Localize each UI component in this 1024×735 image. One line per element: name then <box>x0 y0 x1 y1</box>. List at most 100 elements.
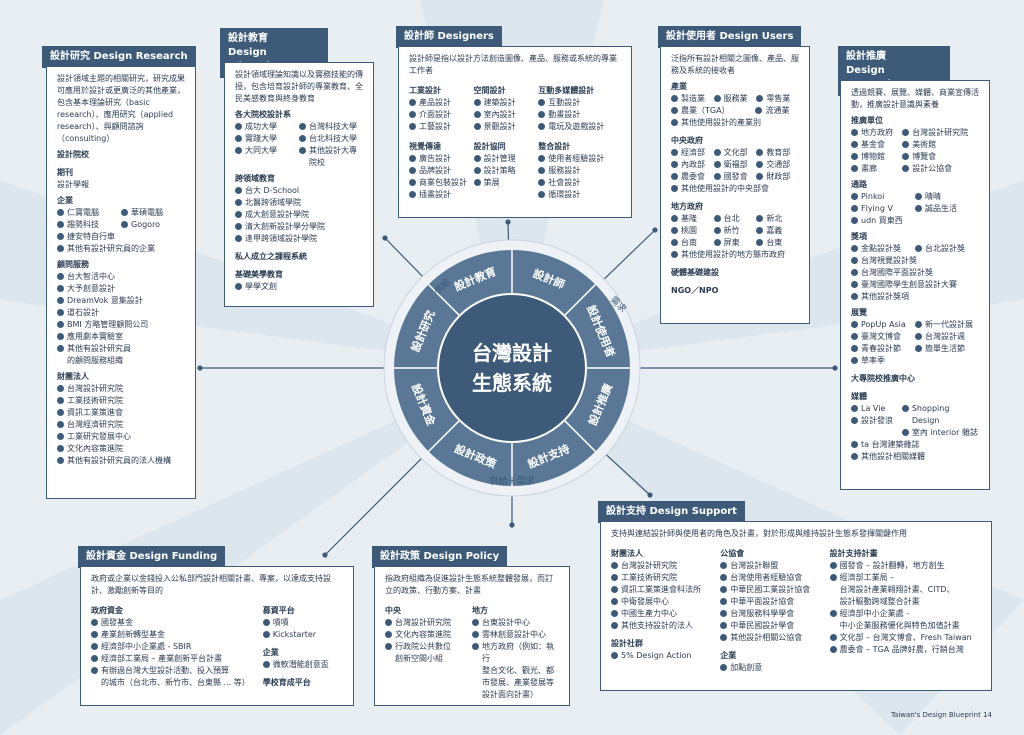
list-item: 製造業 <box>671 93 714 105</box>
list-item-continuation: 中小企業服務優化與特色加值計畫 <box>839 621 960 630</box>
list-item: 台灣服務科學學會 <box>720 608 825 620</box>
list-item: 經濟部中小企業處 - <box>829 608 977 620</box>
list-item: 財政部 <box>756 171 799 183</box>
list-item: 電玩及遊戲設計 <box>538 121 617 133</box>
list-item: 地方政府（例如：執行 <box>472 641 555 665</box>
list-item: 台灣設計研究院 <box>57 383 185 395</box>
list-item: 誠品生活 <box>915 203 979 215</box>
list-item: 成大創意設計學院 <box>235 209 363 221</box>
list-item: 其他支持設計的法人 <box>611 620 716 632</box>
list-item: 其他有設計研究員 <box>57 343 185 355</box>
list-item: 文化部 – 台灣文博會、Fresh Taiwan <box>829 632 977 644</box>
hub-center <box>437 293 587 443</box>
list-item: 動畫設計 <box>538 109 617 121</box>
funding-section-crowdfunding: 募資平台 <box>262 606 295 615</box>
page-footer: Taiwan's Design Blueprint 14 <box>890 711 992 719</box>
list-item: 其他使用設計的中央部會 <box>671 183 799 195</box>
policy-section-central: 中央 <box>385 606 401 615</box>
list-item: 台灣設計研究院 <box>902 127 968 139</box>
list-item: 華碩電腦 <box>121 207 185 219</box>
supply-demand-label: 供給＋需求 <box>489 475 534 487</box>
research-section-consulting: 顧問服務 <box>57 260 89 269</box>
list-item: 服務設計 <box>538 165 617 177</box>
ring-divider <box>563 284 596 317</box>
list-item: 中國生產力中心 <box>611 608 716 620</box>
list-item: 產業創新轉型基金 <box>91 629 259 641</box>
list-item: 逢甲跨領域設計學院 <box>235 233 363 245</box>
list-item: 台灣設計聯盟 <box>720 560 825 572</box>
list-item: 經濟部工業局 – <box>829 572 977 584</box>
list-item: 草率季 <box>851 355 979 367</box>
education-intro: 設計領域理論知識以及實務技能的傳授，包含培育設計師的專業教育、全民美感教育與終身… <box>235 70 363 103</box>
list-item: 使用者經驗設計 <box>538 153 617 165</box>
list-item: 室內 interior 雜誌 <box>901 427 979 439</box>
list-item: 經濟部工業局 – 產業創新平台計畫 <box>91 653 259 665</box>
list-item: 中華平面設計協會 <box>720 596 825 608</box>
list-item: Shopping Design <box>901 403 979 427</box>
list-item: 行政院公共數位 <box>385 641 468 653</box>
ring-divider <box>428 284 461 317</box>
research-tab: 設計研究 Design Research <box>42 46 196 68</box>
promotion-intro: 透過競賽、展覽、媒體、商業宣傳活動，推廣設計意識與素養 <box>851 88 979 109</box>
list-item: 資訊工業策進會 <box>57 407 185 419</box>
support-section-foundations: 財團法人 <box>611 549 643 558</box>
list-item: 有辦過台灣大型設計活動、投入預算 <box>91 665 259 677</box>
support-intro: 支持與連結設計師與使用者的角色及計畫，對於形成與維持設計生態系發揮關鍵作用 <box>611 529 907 538</box>
list-item: 學學文創 <box>235 281 363 293</box>
designers-tab: 設計師 Designers <box>396 26 502 48</box>
funding-section-incubator: 學校育成平台 <box>262 678 311 687</box>
list-item: 品牌設計 <box>409 165 470 177</box>
list-item: 設計管理 <box>473 153 535 165</box>
designers-group-interactive: 互動多媒體設計 <box>538 86 595 95</box>
education-tab-title: 設計教育 <box>228 33 268 44</box>
list-item: 金點設計獎 <box>851 243 915 255</box>
list-item: 道石設計 <box>57 307 185 319</box>
list-item: 內政部 <box>671 159 714 171</box>
list-item: 清大創新設計學分學院 <box>235 221 363 233</box>
education-section-private: 私人成立之課程系統 <box>235 252 307 261</box>
support-section-associations: 公協會 <box>720 549 745 558</box>
list-item: 中華民國工業設計協會 <box>720 584 825 596</box>
list-item: 美術館 <box>902 139 968 151</box>
promotion-section-units: 推廣單位 <box>851 116 883 125</box>
list-item: Kickstarter <box>262 629 339 641</box>
designers-panel: 設計師是指以設計方法創造圖像、產品、服務或系統的專業工作者 工業設計 產品設計 … <box>398 46 632 218</box>
support-section-community: 設計社群 <box>611 639 643 648</box>
list-item: 地方政府 <box>851 127 902 139</box>
list-item: 台北 <box>713 213 757 225</box>
promotion-section-channels: 通路 <box>851 180 867 189</box>
list-item: 設計公協會 <box>902 163 968 175</box>
policy-panel: 指政府組織為促進設計生態系統整體發展，而訂立的政策、行動方案、計畫 中央 台灣設… <box>374 566 570 706</box>
promotion-tab-title: 設計推廣 <box>846 51 886 62</box>
list-item: 策展 <box>473 177 535 189</box>
list-item: 大予創意設計 <box>57 283 185 295</box>
list-item: 其他有設計研究員的法人機構 <box>57 455 185 467</box>
list-item: 農業（TGA） <box>671 105 755 117</box>
users-intro: 泛指所有設計相關之圖像、產品、服務及系統的接收者 <box>671 54 799 75</box>
promotion-section-awards: 獎項 <box>851 232 867 241</box>
users-section-infrastructure: 硬體基礎建設 <box>671 268 719 277</box>
designers-group-visual: 視覺傳達 <box>409 142 441 151</box>
list-item: 台南 <box>671 237 714 249</box>
list-item: 新竹 <box>713 225 757 237</box>
education-section-interdisciplinary: 跨領域教育 <box>235 174 275 183</box>
support-section-enterprise: 企業 <box>720 651 737 660</box>
list-item: 廣告設計 <box>409 153 470 165</box>
list-item: 工藝設計 <box>409 121 470 133</box>
list-item: 台北科技大學 <box>299 133 363 145</box>
list-item-continuation: 整合文化、觀光、都 <box>482 666 554 675</box>
list-item: 桃園 <box>671 225 714 237</box>
list-item: Flying V <box>851 203 915 215</box>
funding-tab: 設計資金 Design Funding <box>78 546 226 568</box>
funding-intro: 政府或企業以金錢投入公私部門設計相關計畫、專案，以達成支持設計、激勵創新等目的 <box>91 574 331 595</box>
ring-divider <box>428 419 461 452</box>
list-item: 台灣經濟研究院 <box>57 419 185 431</box>
hub-title-line2: 生態系統 <box>472 371 552 395</box>
list-item: 工業技術研究院 <box>611 572 716 584</box>
list-item: 微軟潛能創意盃 <box>262 659 339 671</box>
list-item: 流通業 <box>755 105 789 117</box>
list-item: 工業技術研究院 <box>57 395 185 407</box>
list-item: ta 台灣建築雜誌 <box>851 439 979 451</box>
list-item: 產品設計 <box>409 97 470 109</box>
users-section-local: 地方政府 <box>671 202 703 211</box>
